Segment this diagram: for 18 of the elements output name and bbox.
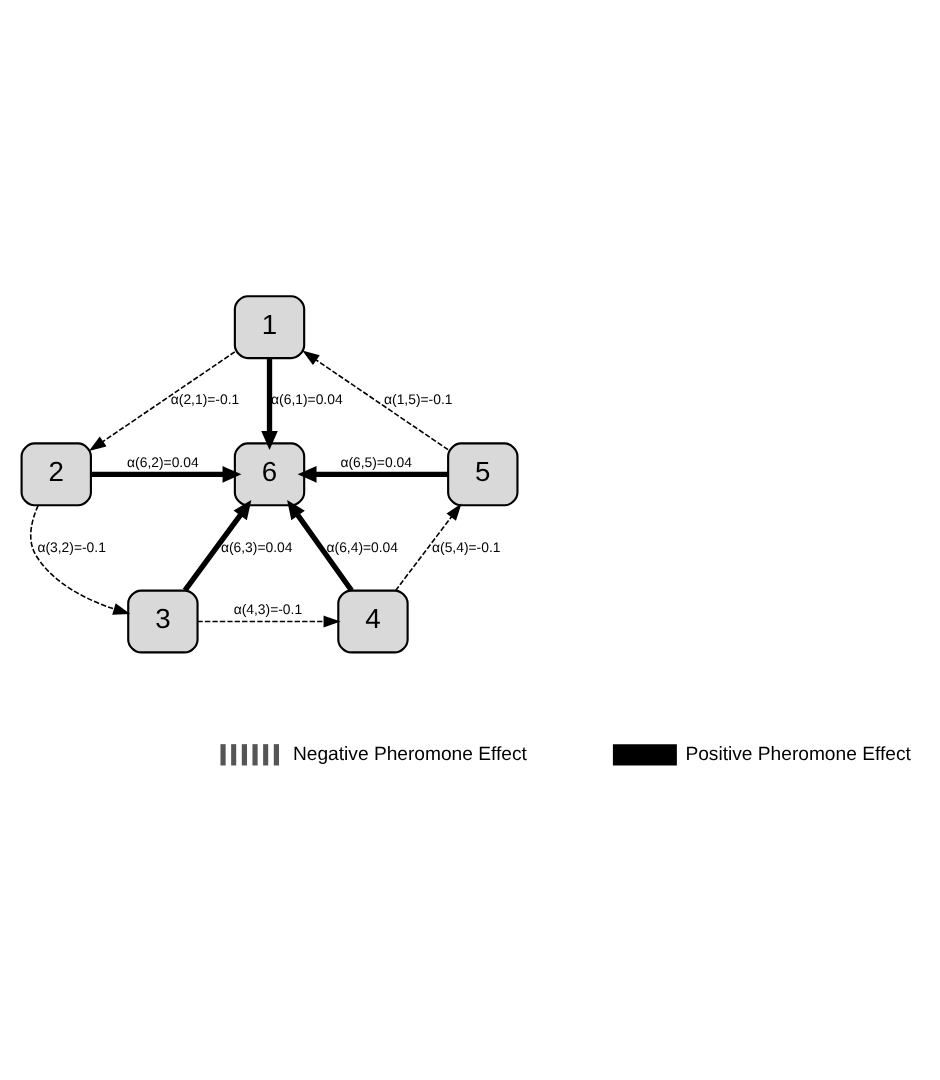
legend-label: Positive Pheromone Effect — [685, 742, 911, 765]
node-box: 1 — [233, 294, 306, 359]
arrow — [302, 349, 449, 450]
legend-label: Negative Pheromone Effect — [292, 742, 527, 765]
node-box: 3 — [127, 588, 199, 653]
arrow — [29, 503, 131, 614]
arrow — [91, 465, 242, 482]
arrow — [88, 350, 236, 451]
arrow — [196, 614, 341, 627]
arrow — [394, 502, 462, 591]
arrow — [297, 465, 449, 482]
node-box: 6 — [233, 441, 306, 506]
arrow — [287, 499, 354, 591]
node-box: 5 — [447, 441, 519, 506]
node-box: 2 — [20, 441, 92, 506]
arrow — [182, 499, 252, 591]
node-box: 4 — [337, 588, 409, 653]
arrow — [261, 357, 278, 449]
